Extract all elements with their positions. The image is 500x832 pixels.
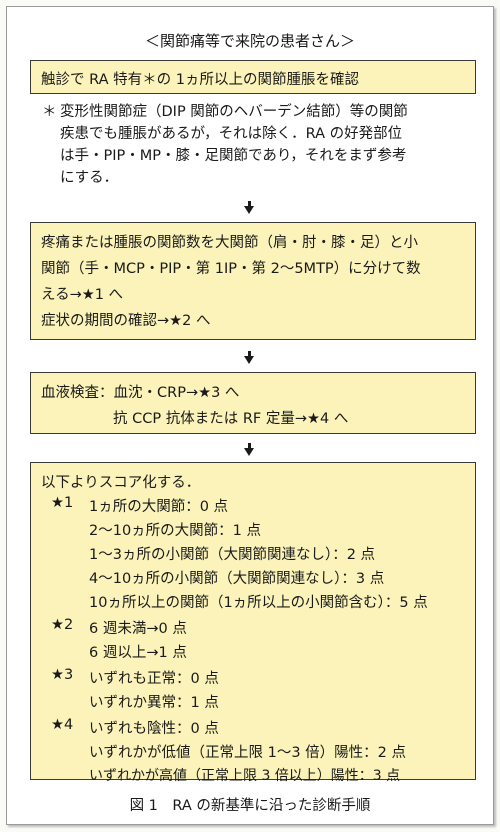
step-box-joint-count: 疼痛または腫脹の関節数を大関節（肩・肘・膝・足）と小 関節（手・MCP・PIP・… xyxy=(30,222,476,340)
star-1-label: ★1 xyxy=(51,495,74,511)
star-2-label: ★2 xyxy=(51,617,74,633)
box1-text: 触診で RA 特有＊の 1ヵ所以上の関節腫脹を確認 xyxy=(41,72,359,88)
box2-line-4: 症状の期間の確認→★2 へ xyxy=(41,313,211,329)
note-mark: ＊ xyxy=(42,104,57,120)
down-arrow-3 xyxy=(244,443,254,456)
box2-line-2: 関節（手・MCP・PIP・第 1IP・第 2～5MTP）に分けて数 xyxy=(41,261,421,277)
score-4-2: いずれかが低値（正常上限 1～3 倍）陽性：2 点 xyxy=(89,745,407,761)
box2-line-3: える→★1 へ xyxy=(41,287,124,303)
score-1-1: 1ヵ所の大関節：0 点 xyxy=(89,499,229,515)
score-2-1: 6 週未満→0 点 xyxy=(89,621,187,637)
box3-line-2: 抗 CCP 抗体または RF 定量→★4 へ xyxy=(113,411,349,427)
score-2-2: 6 週以上→1 点 xyxy=(89,645,187,661)
diagram-title: ＜関節痛等で来院の患者さん＞ xyxy=(144,32,355,50)
score-1-5: 10ヵ所以上の関節（1ヵ所以上の小関節含む）：5 点 xyxy=(89,595,428,611)
score-1-3: 1～3ヵ所の小関節（大関節関連なし）：2 点 xyxy=(89,547,376,563)
box3-line-1: 血液検査：血沈・CRP→★3 へ xyxy=(41,385,240,401)
score-1-2: 2～10ヵ所の大関節：1 点 xyxy=(89,523,262,539)
score-1-4: 4～10ヵ所の小関節（大関節関連なし）：3 点 xyxy=(89,571,385,587)
score-3-2: いずれか異常：1 点 xyxy=(89,695,219,711)
note-line-1: 変形性関節症（DIP 関節のヘバーデン結節）等の関節 xyxy=(60,104,408,120)
step-box-blood-test: 血液検査：血沈・CRP→★3 へ 抗 CCP 抗体または RF 定量→★4 へ xyxy=(30,372,476,434)
box4-intro: 以下よりスコア化する． xyxy=(41,475,201,491)
down-arrow-2 xyxy=(244,351,254,364)
score-4-3: いずれかが高値（正常上限 3 倍以上）陽性：3 点 xyxy=(89,768,401,784)
note-line-3: は手・PIP・MP・膝・足関節であり，それをまず参考 xyxy=(60,148,407,164)
score-4-1: いずれも陰性：0 点 xyxy=(89,721,219,737)
star-4-label: ★4 xyxy=(51,717,74,733)
star-3-label: ★3 xyxy=(51,667,74,683)
step-box-scoring: 以下よりスコア化する． ★1 1ヵ所の大関節：0 点 2～10ヵ所の大関節：1 … xyxy=(30,462,476,784)
box2-line-1: 疼痛または腫脹の関節数を大関節（肩・肘・膝・足）と小 xyxy=(41,235,418,251)
diagram-area: ＜関節痛等で来院の患者さん＞ 触診で RA 特有＊の 1ヵ所以上の関節腫脹を確認… xyxy=(16,16,484,816)
note-line-2: 疾患でも腫脹があるが，それは除く．RA の好発部位 xyxy=(60,126,403,142)
score-3-1: いずれも正常：0 点 xyxy=(89,671,219,687)
note-line-4: にする． xyxy=(60,170,119,186)
step-box-palpation: 触診で RA 特有＊の 1ヵ所以上の関節腫脹を確認 xyxy=(30,60,476,94)
figure-caption: 図 1 RA の新基準に沿った診断手順 xyxy=(129,798,371,814)
down-arrow-1 xyxy=(244,201,254,214)
